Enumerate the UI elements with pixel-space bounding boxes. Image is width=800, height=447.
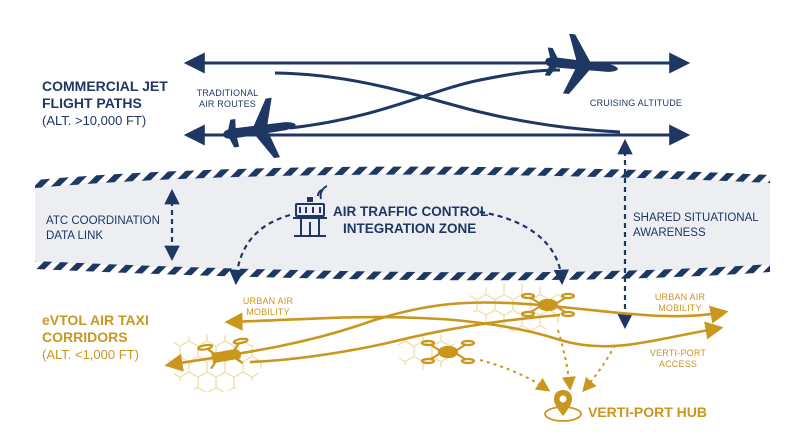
cruising-altitude-label: CRUISING ALTITUDE <box>589 98 683 108</box>
data-link-arrows <box>164 138 633 330</box>
traditional-routes-line2: AIR ROUTES <box>198 99 256 109</box>
datalink-line1: ATC COORDINATION <box>46 215 160 227</box>
commercial-altitude: (ALT. >10,000 FT) <box>42 113 147 128</box>
airplane-icon <box>223 97 296 159</box>
evtol-altitude: (ALT. <1,000 FT) <box>42 347 139 362</box>
evtol-title-line2: CORRIDORS <box>42 329 128 345</box>
evtol-corridors <box>164 301 729 372</box>
shared-awareness-line1: SHARED SITUATIONAL <box>633 212 759 224</box>
location-pin-icon <box>544 390 582 422</box>
verti-port-access-line1: VERTI-PORT <box>649 348 707 358</box>
urban-air-left-line1: URBAN AIR <box>242 296 294 306</box>
commercial-title-line1: COMMERCIAL JET <box>42 78 168 94</box>
verti-port-hub-label: VERTI-PORT HUB <box>588 404 707 420</box>
evtol-title-line1: eVTOL AIR TAXI <box>42 312 149 328</box>
control-tower-icon <box>293 185 328 237</box>
jet-flight-paths <box>183 52 691 146</box>
commercial-title-line2: FLIGHT PATHS <box>42 95 142 111</box>
urban-air-right-line2: MOBILITY <box>658 303 702 313</box>
shared-awareness-line2: AWARENESS <box>633 227 706 239</box>
urban-air-left-line2: MOBILITY <box>246 307 290 317</box>
atc-zone-line1: AIR TRAFFIC CONTROL <box>333 204 489 219</box>
drone-icon <box>420 339 476 365</box>
airplane-icon <box>544 33 618 94</box>
drone-icon <box>197 337 249 370</box>
drone-icon <box>520 292 576 318</box>
traditional-routes-line1: TRADITIONAL <box>196 88 259 98</box>
hex-grid <box>167 283 566 393</box>
atc-zone-line2: INTEGRATION ZONE <box>343 221 477 236</box>
datalink-line2: DATA LINK <box>46 230 104 242</box>
urban-air-right-line1: URBAN AIR <box>654 292 706 302</box>
verti-port-access-arrows <box>479 329 616 393</box>
verti-port-access-line2: ACCESS <box>658 359 698 369</box>
atc-band <box>35 166 770 281</box>
